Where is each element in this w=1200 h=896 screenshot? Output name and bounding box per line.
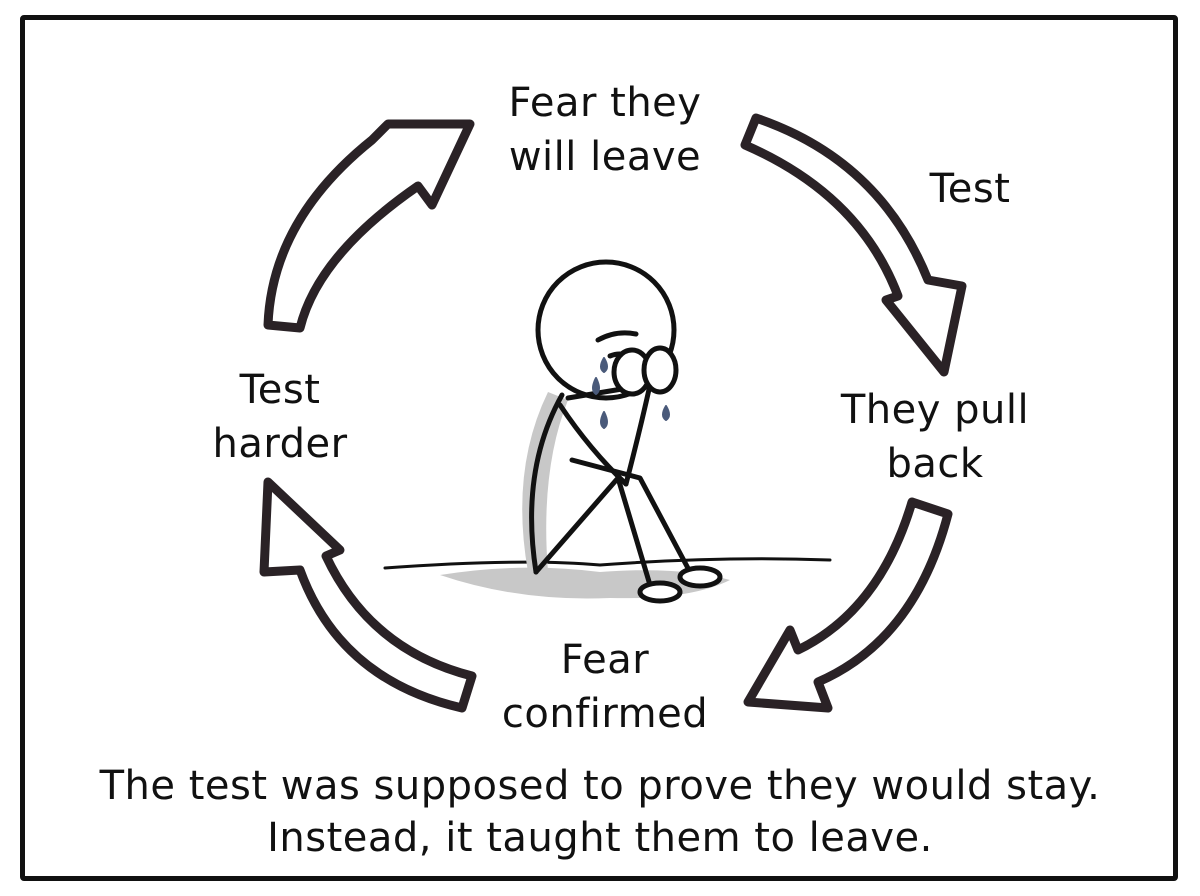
node-label-line: Test xyxy=(239,367,321,413)
caption: The test was supposed to prove they woul… xyxy=(40,760,1160,864)
figure-brow xyxy=(595,330,639,343)
figure-leg-back xyxy=(569,457,693,575)
figure-foot-left xyxy=(637,580,683,604)
caption-line-2: Instead, it taught them to leave. xyxy=(267,815,933,861)
node-label-line: back xyxy=(886,441,984,487)
panel-frame xyxy=(20,15,1178,881)
ground xyxy=(383,557,832,599)
arrow-bottom-left xyxy=(259,477,477,713)
figure-arm-left xyxy=(557,402,629,487)
figure-foot-right xyxy=(677,565,723,589)
tear-icon xyxy=(600,357,608,373)
figure-hand-right xyxy=(641,345,679,395)
node-they-pull-back: They pull back xyxy=(810,383,1060,491)
tear-icon xyxy=(662,405,670,421)
arrow-top-right xyxy=(740,113,967,377)
node-fear-confirmed: Fear confirmed xyxy=(480,633,730,741)
edge-label-text: Test xyxy=(929,166,1011,212)
node-fear-they-will-leave: Fear they will leave xyxy=(470,76,740,184)
cycle-arrows xyxy=(259,113,967,713)
edge-label-test: Test xyxy=(900,162,1040,216)
tear-icon xyxy=(600,411,608,429)
crying-figure-icon xyxy=(522,259,723,604)
node-label-line: Fear xyxy=(560,637,650,683)
figure-back xyxy=(529,392,565,575)
tear-icon xyxy=(592,377,600,395)
arrow-bottom-right xyxy=(743,497,953,713)
ground-line xyxy=(383,557,832,570)
node-label-line: Fear they xyxy=(508,80,702,126)
caption-line-1: The test was supposed to prove they woul… xyxy=(99,763,1101,809)
node-label-line: will leave xyxy=(508,134,702,180)
figure-forearm xyxy=(623,382,653,487)
node-label-line: harder xyxy=(212,421,348,467)
arrow-top-left xyxy=(263,119,475,333)
node-label-line: They pull xyxy=(840,387,1030,433)
node-test-harder: Test harder xyxy=(180,363,380,471)
node-label-line: confirmed xyxy=(501,691,709,737)
